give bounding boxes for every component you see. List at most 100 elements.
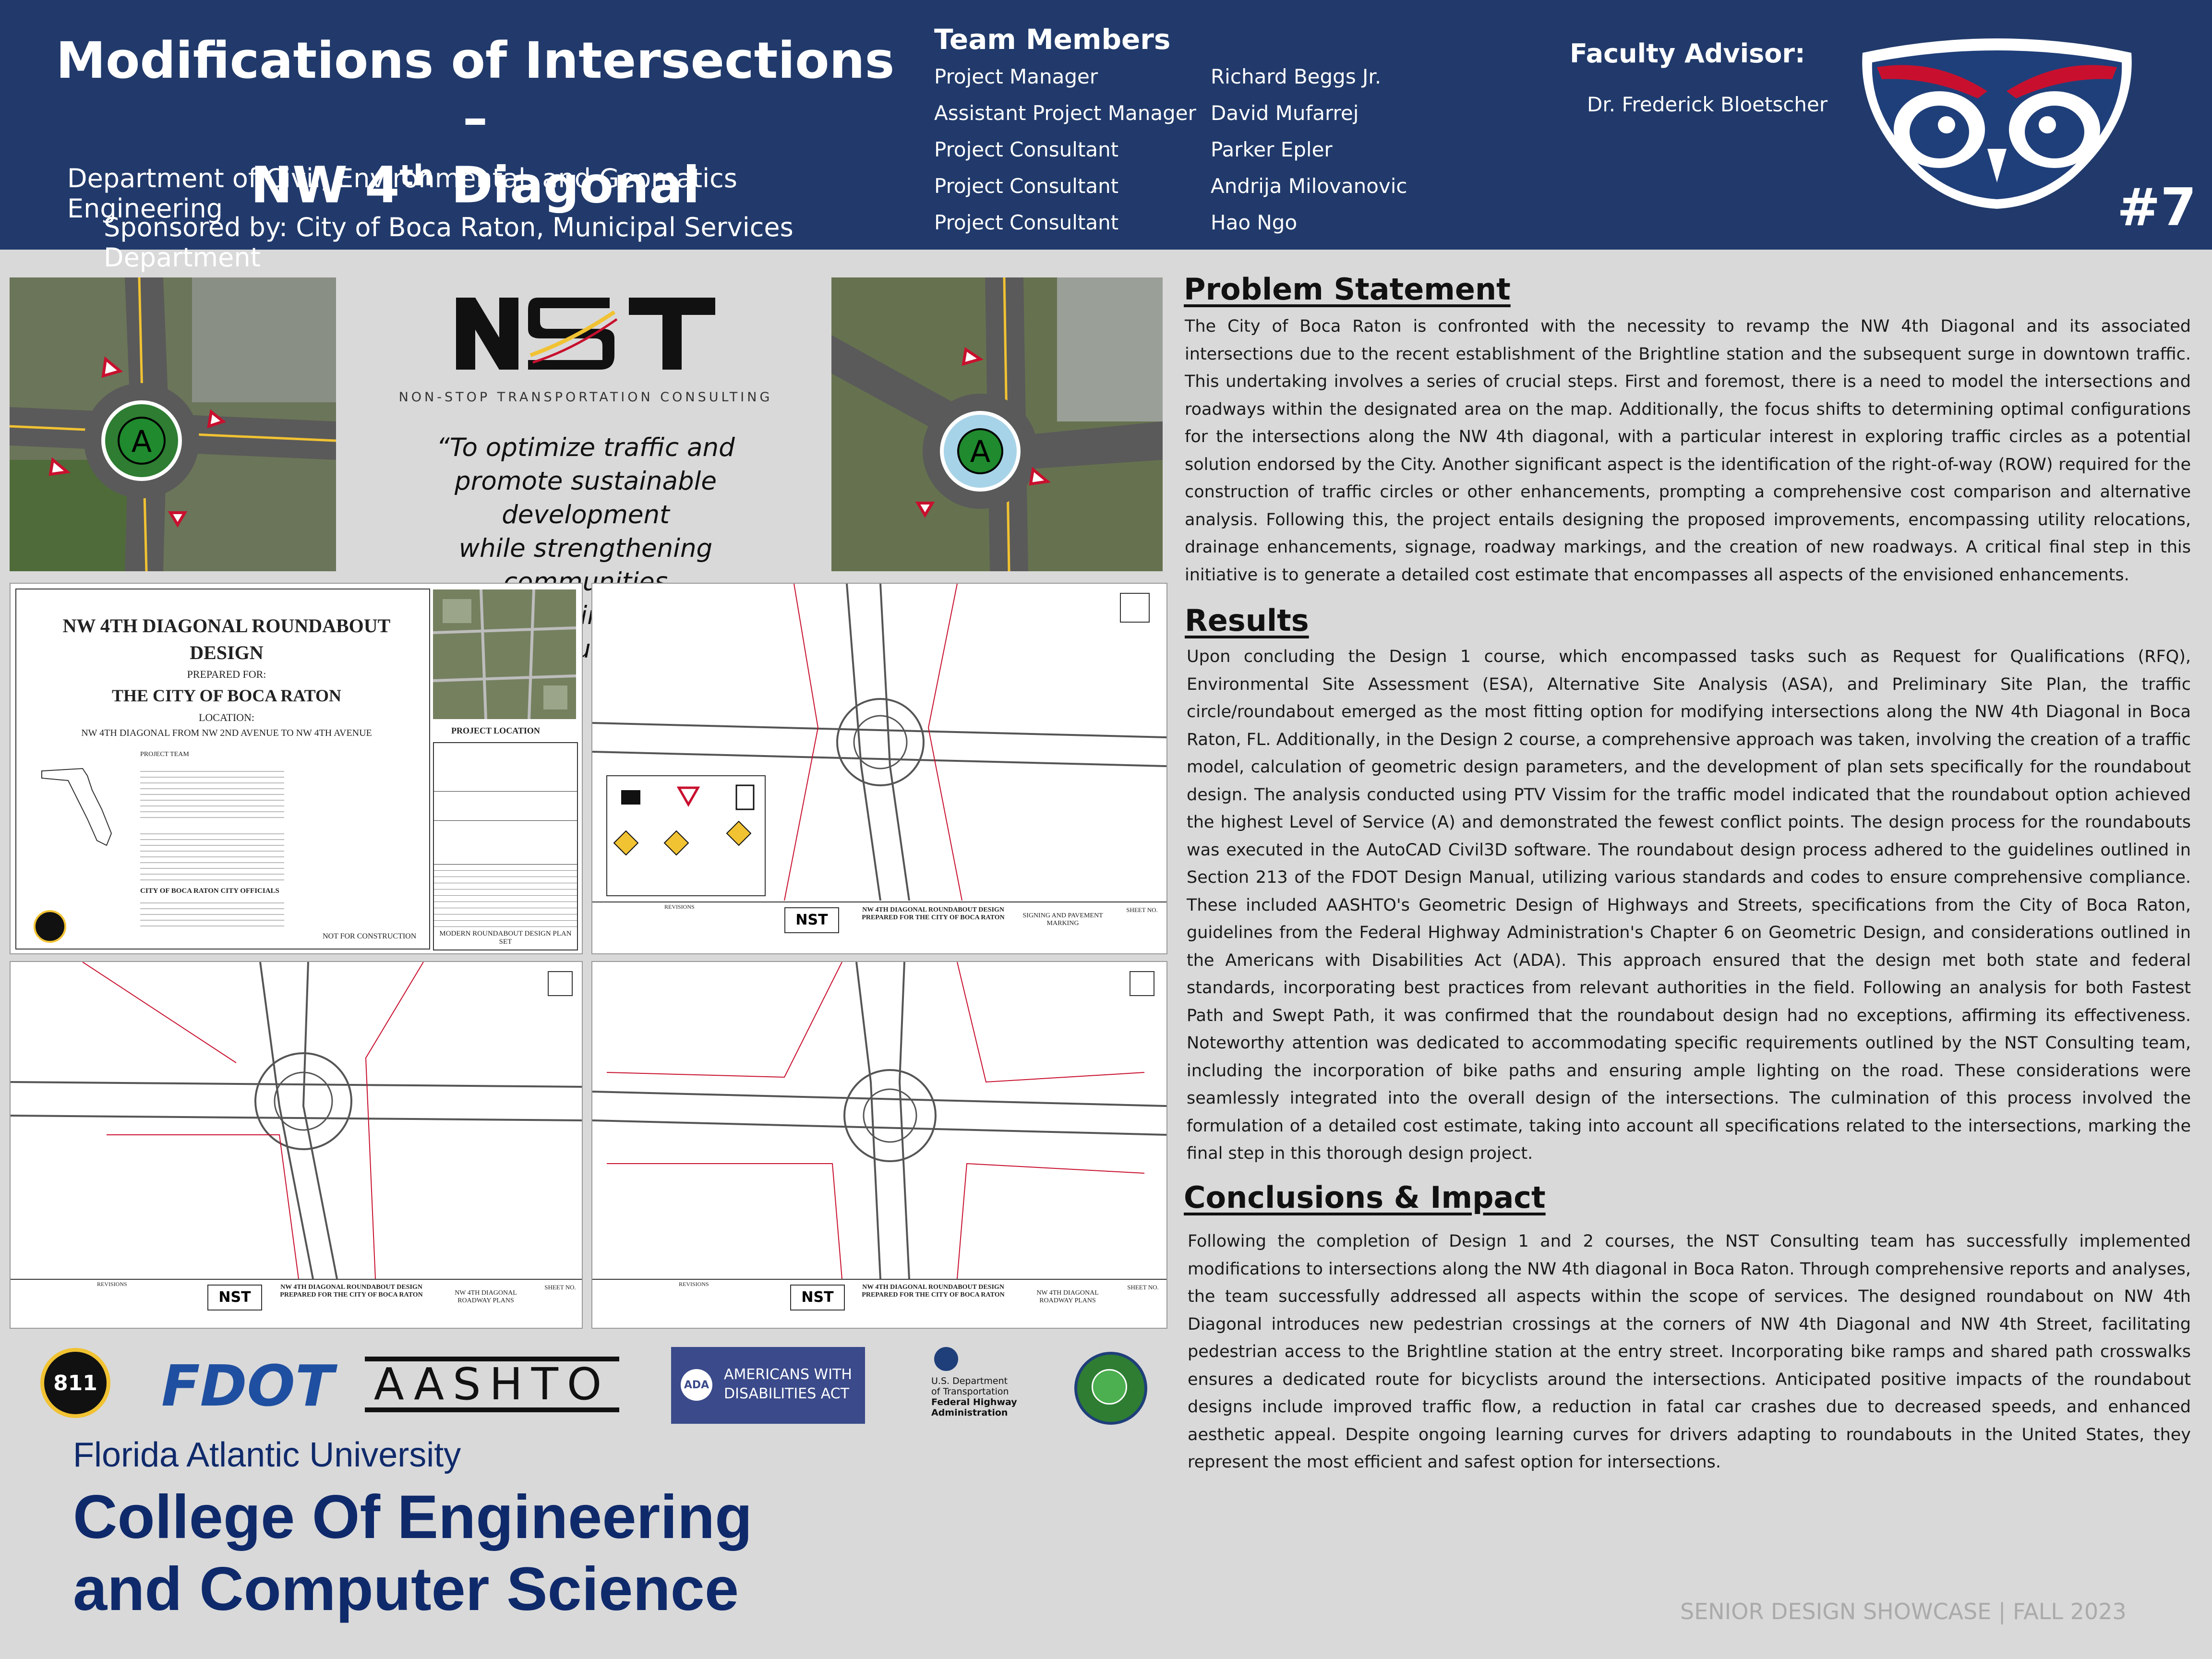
ada-badge: ADA bbox=[681, 1369, 712, 1401]
ada-line-2: DISABILITIES ACT bbox=[724, 1385, 850, 1402]
engineer-text-block bbox=[140, 829, 284, 881]
nst-mini-logo: NST bbox=[207, 1285, 262, 1310]
quote-line: while strengthening communities bbox=[458, 534, 713, 597]
header-banner bbox=[0, 0, 2212, 250]
usdot-logo: U.S. Department of Transportation Federa… bbox=[931, 1347, 1027, 1429]
roadway-plan-panel-2: REVISIONS NST NW 4TH DIAGONAL ROUNDABOUT… bbox=[591, 961, 1167, 1329]
title-line-2: NW 4th Diagonal bbox=[43, 147, 907, 214]
team-name: Andrija Milovanovic bbox=[1211, 174, 1407, 198]
team-heading: Team Members bbox=[934, 23, 1171, 56]
fdot-logo: FDOT bbox=[161, 1353, 334, 1419]
call811-logo: 811 bbox=[40, 1348, 110, 1418]
team-role: Project Consultant bbox=[934, 138, 1119, 161]
usdot-emblem-icon bbox=[934, 1347, 958, 1371]
sheet-no-label: SHEET NO. bbox=[1127, 1284, 1159, 1291]
team-name: Richard Beggs Jr. bbox=[1211, 65, 1382, 88]
location-aerial bbox=[433, 589, 577, 720]
sheet-name: SIGNING AND PAVEMENT MARKING bbox=[1022, 912, 1103, 927]
call811-seal-small bbox=[34, 910, 66, 943]
usdot-line: Federal Highway bbox=[931, 1397, 1017, 1407]
sheet-no-label: SHEET NO. bbox=[544, 1284, 576, 1291]
title-rest: Diagonal bbox=[433, 156, 700, 215]
results-heading: Results bbox=[1185, 603, 1309, 638]
nst-subtitle: NON-STOP TRANSPORTATION CONSULTING bbox=[398, 390, 773, 405]
sheet-title-block: REVISIONS NST NW 4TH DIAGONAL ROUNDABOUT… bbox=[592, 1279, 1166, 1329]
aashto-logo: AASHTO bbox=[365, 1357, 619, 1412]
team-role: Project Manager bbox=[934, 65, 1098, 88]
project-location-label: PROJECT LOCATION bbox=[451, 726, 540, 735]
aerial-photo-left: A bbox=[10, 277, 336, 571]
cover-title: NW 4TH DIAGONAL ROUNDABOUT DESIGN bbox=[62, 615, 391, 663]
nst-logo bbox=[451, 283, 720, 379]
results-text: Upon concluding the Design 1 course, whi… bbox=[1187, 647, 2191, 1163]
sheet-title-block: REVISIONS NST NW 4TH DIAGONAL ROUNDABOUT… bbox=[11, 1279, 582, 1329]
conclusions-heading: Conclusions & Impact bbox=[1184, 1180, 1546, 1215]
team-role: Project Consultant bbox=[934, 174, 1119, 198]
revisions-label: REVISIONS bbox=[679, 1281, 709, 1287]
nst-mini-logo: NST bbox=[790, 1285, 845, 1310]
aerial-marker-a: A bbox=[131, 424, 152, 459]
team-role: Project Consultant bbox=[934, 211, 1119, 234]
title-sup: th bbox=[399, 159, 434, 192]
sheet-name: NW 4TH DIAGONAL ROADWAY PLANS bbox=[1036, 1289, 1099, 1304]
nst-mini-logo: NST bbox=[784, 907, 839, 933]
ada-line-1: AMERICANS WITH bbox=[724, 1366, 852, 1383]
college-name: College Of Engineering and Computer Scie… bbox=[73, 1481, 752, 1625]
officials-text-block bbox=[140, 898, 284, 931]
team-name: Parker Epler bbox=[1211, 138, 1333, 161]
cover-project-team: PROJECT TEAM bbox=[140, 751, 189, 758]
cover-prepared-for: PREPARED FOR: bbox=[187, 668, 266, 680]
sheet-title: NW 4TH DIAGONAL ROUNDABOUT DESIGN PREPAR… bbox=[862, 906, 1005, 921]
team-text-block bbox=[140, 766, 284, 819]
advisor-name: Dr. Frederick Bloetscher bbox=[1587, 93, 1828, 116]
department-name: Department of Civil, Environmental, and … bbox=[67, 163, 737, 224]
sponsor-line: Sponsored by: City of Boca Raton, Munici… bbox=[104, 212, 793, 273]
boca-raton-seal bbox=[1074, 1352, 1147, 1425]
cover-location: NW 4TH DIAGONAL FROM NW 2ND AVENUE TO NW… bbox=[81, 728, 372, 738]
cover-officials: CITY OF BOCA RATON CITY OFFICIALS bbox=[140, 887, 279, 895]
quote-line: promote sustainable development bbox=[455, 467, 717, 529]
cover-sheet-frame bbox=[15, 589, 430, 950]
conclusions-text: Following the completion of Design 1 and… bbox=[1188, 1232, 2191, 1472]
problem-heading: Problem Statement bbox=[1184, 272, 1511, 307]
not-for-construction: NOT FOR CONSTRUCTION bbox=[323, 932, 417, 940]
sheet-title: NW 4TH DIAGONAL ROUNDABOUT DESIGN PREPAR… bbox=[280, 1284, 423, 1298]
showcase-label: SENIOR DESIGN SHOWCASE | FALL 2023 bbox=[1680, 1599, 2127, 1624]
title-block: MODERN ROUNDABOUT DESIGN PLAN SET bbox=[433, 742, 578, 950]
ada-logo: ADA AMERICANS WITH DISABILITIES ACT bbox=[671, 1347, 865, 1424]
roadway-plan-panel-1: REVISIONS NST NW 4TH DIAGONAL ROUNDABOUT… bbox=[10, 961, 583, 1329]
florida-map bbox=[39, 761, 121, 848]
aerial-marker-a: A bbox=[970, 434, 991, 469]
title-main: NW 4 bbox=[251, 156, 400, 215]
cover-location-label: LOCATION: bbox=[198, 711, 255, 723]
fau-owl-logo bbox=[1848, 34, 2146, 211]
college-line: College Of Engineering bbox=[73, 1483, 753, 1551]
poster-title: Modifications of Intersections – NW 4th … bbox=[43, 32, 907, 214]
title-line-1: Modifications of Intersections – bbox=[56, 31, 895, 147]
cover-sheet-panel: NW 4TH DIAGONAL ROUNDABOUT DESIGN PREPAR… bbox=[10, 583, 583, 954]
sheet-no-label: SHEET NO. bbox=[1126, 906, 1158, 914]
aerial-photo-right: A bbox=[831, 277, 1163, 571]
sheet-name: NW 4TH DIAGONAL ROADWAY PLANS bbox=[455, 1289, 517, 1304]
usdot-line: Administration bbox=[931, 1407, 1008, 1418]
signing-sheet-panel: REVISIONS NST NW 4TH DIAGONAL ROUNDABOUT… bbox=[591, 583, 1167, 954]
team-names: Richard Beggs Jr. David Mufarrej Parker … bbox=[1211, 59, 1499, 241]
college-line: and Computer Science bbox=[73, 1555, 739, 1623]
usdot-line: of Transportation bbox=[931, 1386, 1009, 1397]
plan-set-label: MODERN ROUNDABOUT DESIGN PLAN SET bbox=[439, 930, 572, 946]
seal-center-icon bbox=[1092, 1369, 1127, 1405]
team-name: David Mufarrej bbox=[1211, 101, 1359, 125]
sheet-title-block: REVISIONS NST NW 4TH DIAGONAL ROUNDABOUT… bbox=[592, 902, 1166, 954]
sheet-title: NW 4TH DIAGONAL ROUNDABOUT DESIGN PREPAR… bbox=[862, 1284, 1005, 1298]
problem-text: The City of Boca Raton is confronted wit… bbox=[1185, 317, 2191, 585]
revisions-label: REVISIONS bbox=[664, 903, 695, 910]
advisor-heading: Faculty Advisor: bbox=[1570, 38, 1805, 69]
team-name: Hao Ngo bbox=[1211, 211, 1298, 234]
university-name: Florida Atlantic University bbox=[73, 1436, 461, 1474]
revisions-label: REVISIONS bbox=[97, 1281, 127, 1287]
team-role: Assistant Project Manager bbox=[934, 101, 1196, 125]
poster-number: #7 bbox=[2117, 178, 2197, 238]
cover-client: THE CITY OF BOCA RATON bbox=[111, 686, 342, 705]
usdot-text: U.S. Department of Transportation Federa… bbox=[931, 1376, 1017, 1418]
quote-line: “To optimize traffic and bbox=[436, 433, 735, 462]
